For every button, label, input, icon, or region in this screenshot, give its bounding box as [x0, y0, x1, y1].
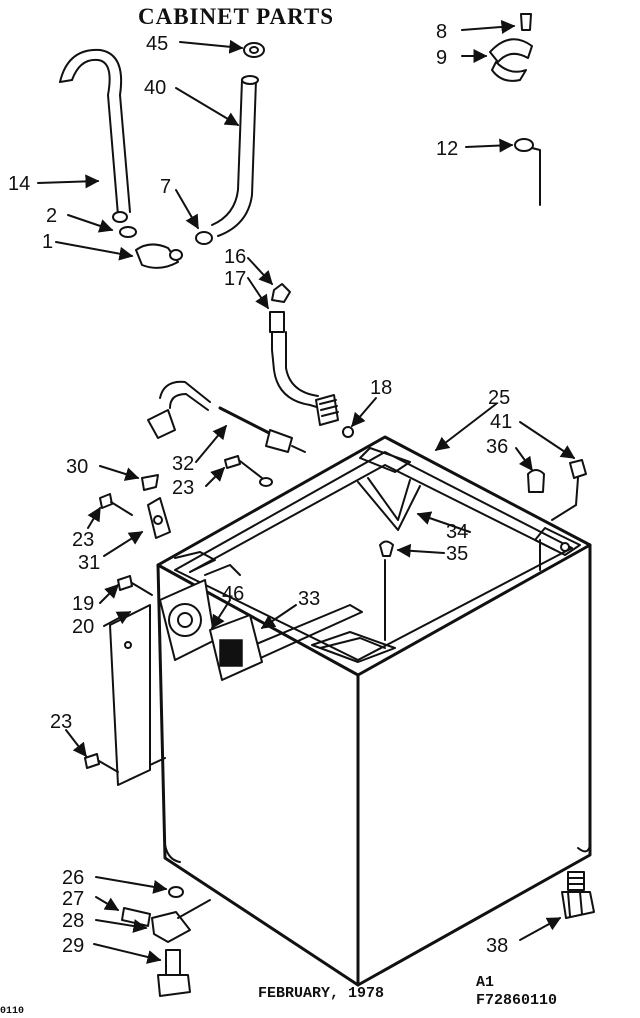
callout-23-bottom: 23	[50, 711, 72, 733]
callout-18: 18	[370, 377, 392, 399]
callout-1: 1	[42, 231, 53, 253]
footer-date: FEBRUARY, 1978	[258, 985, 384, 1002]
callout-46: 46	[222, 583, 244, 605]
callout-12: 12	[436, 138, 458, 160]
fasteners	[84, 13, 595, 997]
callout-20: 20	[72, 616, 94, 638]
callout-36: 36	[486, 436, 508, 458]
fill-hose	[269, 283, 354, 438]
callout-9: 9	[436, 47, 447, 69]
diagram-title: CABINET PARTS	[138, 4, 334, 29]
callout-23-top: 23	[172, 477, 194, 499]
callout-35: 35	[446, 543, 468, 565]
callout-25: 25	[488, 387, 510, 409]
callout-labels: 45 40 8 9 12 14 7 2 1 16 17 18 25 41 36 …	[8, 21, 512, 957]
side-panel-bracket	[109, 604, 166, 786]
callout-26: 26	[62, 867, 84, 889]
callout-32: 32	[172, 453, 194, 475]
callout-16: 16	[224, 246, 246, 268]
callout-33: 33	[298, 588, 320, 610]
callout-14: 14	[8, 173, 30, 195]
tubing-clip	[141, 380, 306, 539]
callout-27: 27	[62, 888, 84, 910]
footer-revision: A1	[476, 974, 494, 991]
callout-28: 28	[62, 910, 84, 932]
footer-page-code: F72860110	[476, 992, 557, 1009]
callout-34: 34	[446, 521, 468, 543]
footer-corner-fragment: 0110	[0, 1006, 24, 1013]
callout-45: 45	[146, 33, 168, 55]
callout-8: 8	[436, 21, 447, 43]
callout-17: 17	[224, 268, 246, 290]
callout-30: 30	[66, 456, 88, 478]
callout-29: 29	[62, 935, 84, 957]
cabinet-body	[156, 435, 592, 987]
callout-23-left: 23	[72, 529, 94, 551]
leader-lines	[37, 19, 576, 964]
motor-mount-plate	[159, 564, 263, 681]
callout-2: 2	[46, 205, 57, 227]
callout-40: 40	[144, 77, 166, 99]
callout-7: 7	[160, 176, 171, 198]
callout-41: 41	[490, 411, 512, 433]
callout-19: 19	[72, 593, 94, 615]
callout-38: 38	[486, 935, 508, 957]
callout-31: 31	[78, 552, 100, 574]
footer: FEBRUARY, 1978 A1 F72860110 0110	[0, 974, 557, 1017]
hose-assembly	[59, 42, 265, 269]
